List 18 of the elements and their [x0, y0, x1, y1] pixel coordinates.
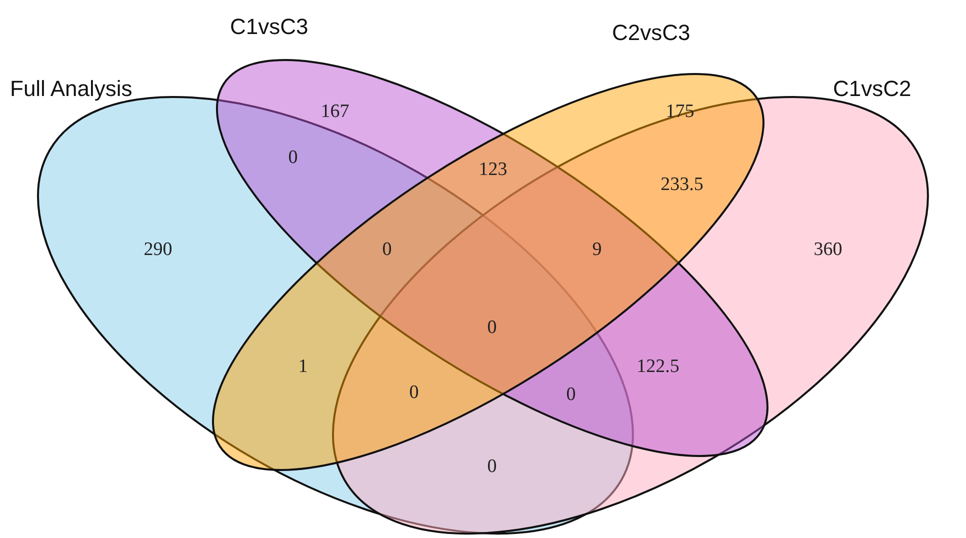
region-count: 122.5: [636, 356, 680, 378]
region-count: 123: [478, 159, 508, 181]
region-count: 360: [814, 239, 842, 261]
region-count: 1: [298, 356, 308, 378]
region-count: 290: [144, 239, 172, 261]
set-label: Full Analysis: [10, 76, 132, 102]
region-count: 0: [382, 239, 392, 261]
region-count: 233.5: [660, 174, 704, 196]
set-label: C2vsC3: [612, 20, 690, 46]
region-count: 0: [487, 456, 497, 478]
region-count: 167: [320, 101, 350, 123]
region-count: 0: [487, 317, 497, 339]
set-label: C1vsC3: [230, 14, 308, 40]
region-count: 9: [592, 239, 602, 261]
region-count: 0: [288, 147, 298, 169]
region-count: 0: [566, 384, 576, 406]
set-label: C1vsC2: [832, 76, 912, 102]
region-count: 0: [409, 382, 419, 404]
